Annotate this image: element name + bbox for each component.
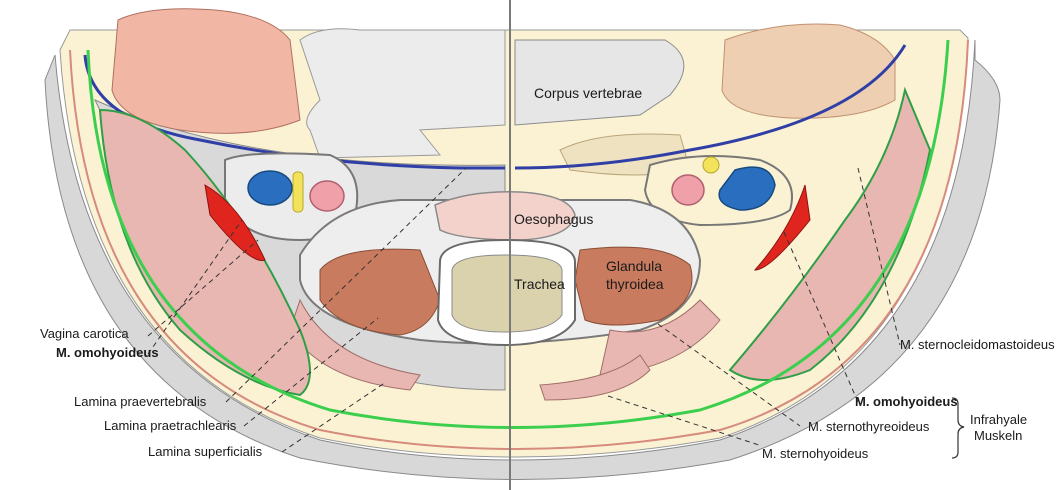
- artery-left: [310, 181, 344, 211]
- label-lamina-praevertebralis: Lamina praevertebralis: [74, 394, 207, 409]
- label-trachea: Trachea: [514, 276, 565, 292]
- label-sternocleidomastoideus: M. sternocleidomastoideus: [900, 337, 1055, 352]
- vein-left: [248, 171, 292, 205]
- label-glandula: Glandula: [606, 258, 662, 274]
- artery-right: [672, 175, 704, 205]
- label-vagina-carotica: Vagina carotica: [40, 326, 129, 341]
- label-infrahyale: Infrahyale: [970, 412, 1027, 427]
- nerve-right: [703, 157, 719, 173]
- deep-muscle-left: [112, 9, 300, 134]
- label-omohyoideus-left: M. omohyoideus: [56, 345, 159, 360]
- label-corpus-vertebrae: Corpus vertebrae: [534, 85, 642, 101]
- deep-muscle-right: [722, 24, 895, 118]
- label-oesophagus: Oesophagus: [514, 211, 593, 227]
- label-sternothyreoideus: M. sternothyreoideus: [808, 419, 930, 434]
- label-sternohyoideus: M. sternohyoideus: [762, 446, 869, 461]
- trachea-lumen: [452, 255, 562, 332]
- label-lamina-praetrachealis: Lamina praetrachlearis: [104, 418, 237, 433]
- nerve-left: [293, 172, 303, 212]
- label-muskeln: Muskeln: [974, 428, 1022, 443]
- label-thyroidea: thyroidea: [606, 276, 664, 292]
- label-omohyoideus-right: M. omohyoideus: [855, 394, 958, 409]
- label-lamina-superficialis: Lamina superficialis: [148, 444, 263, 459]
